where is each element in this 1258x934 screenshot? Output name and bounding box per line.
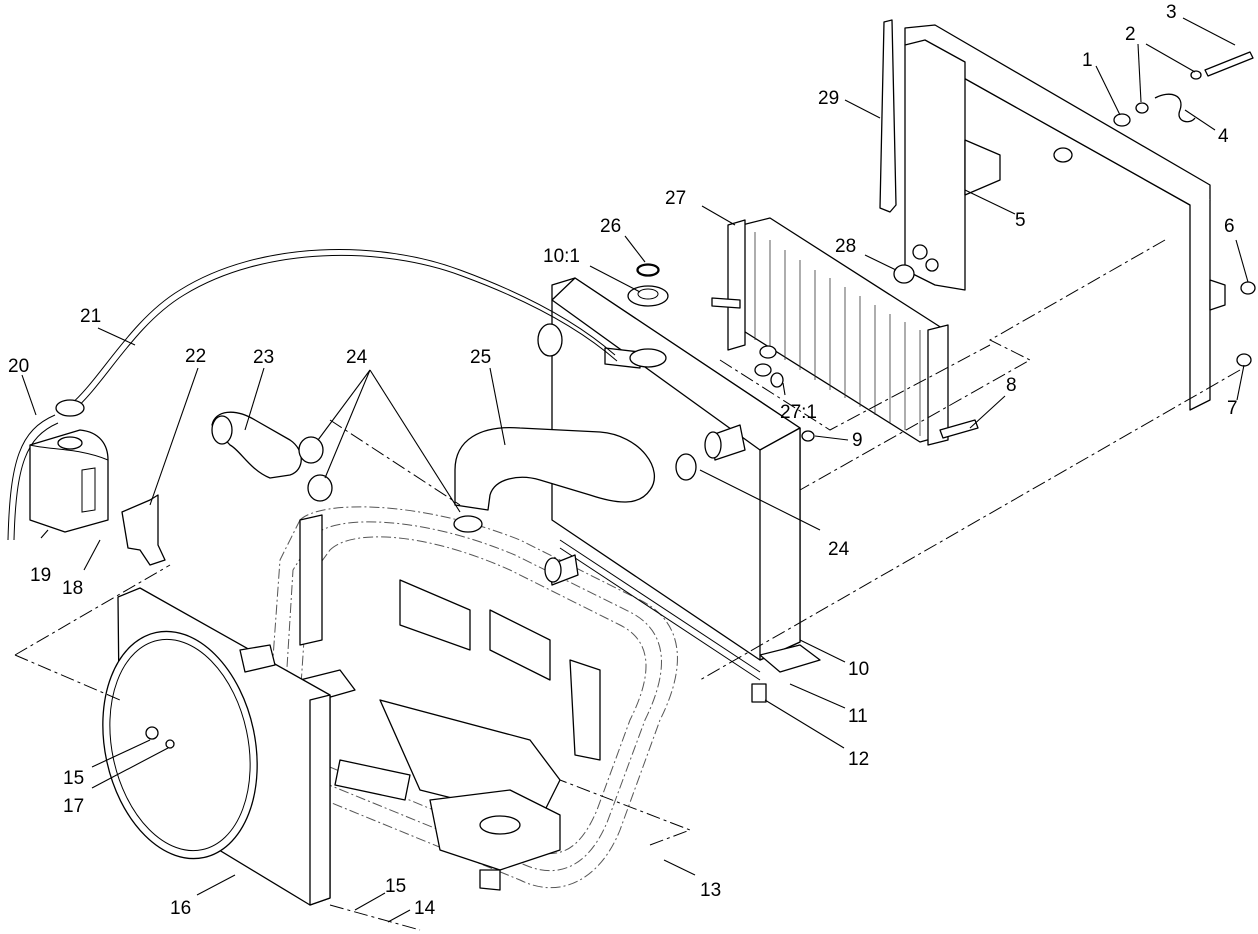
overflow-tube <box>69 249 616 406</box>
callout-1: 1 <box>1082 50 1093 71</box>
callout-29: 29 <box>818 88 839 109</box>
o-ring <box>770 372 784 388</box>
callout-10: 10 <box>848 659 869 680</box>
fan-shroud <box>102 587 331 906</box>
callout-7: 7 <box>1227 398 1238 419</box>
upper-radiator-hose <box>454 426 656 511</box>
tank-bracket <box>121 494 166 566</box>
chassis-frame <box>299 514 601 891</box>
callout-11: 11 <box>848 706 868 727</box>
callout-9: 9 <box>852 430 863 451</box>
callout-6: 6 <box>1224 216 1235 237</box>
grommet <box>893 264 915 284</box>
callout-27: 27 <box>665 188 686 209</box>
reservoir-tank <box>29 399 109 533</box>
callout-24-right: 24 <box>828 539 850 560</box>
callout-labels: 1 2 3 4 5 6 7 8 9 10 10:1 11 12 13 14 15… <box>8 2 1238 919</box>
lower-hose <box>211 411 302 479</box>
callout-28: 28 <box>835 236 856 257</box>
callout-13: 13 <box>700 880 721 901</box>
callout-8: 8 <box>1006 375 1017 396</box>
callout-17: 17 <box>63 796 84 817</box>
latch-hardware <box>801 51 1256 442</box>
callout-16: 16 <box>170 898 191 919</box>
hose-clamps <box>298 436 697 533</box>
callout-12: 12 <box>848 749 869 770</box>
callout-18: 18 <box>62 578 83 599</box>
callout-15-upper: 15 <box>63 768 84 789</box>
callout-20: 20 <box>8 356 29 377</box>
callout-22: 22 <box>185 346 206 367</box>
drain-hose <box>7 414 56 541</box>
callout-5: 5 <box>1015 210 1026 231</box>
callout-2: 2 <box>1125 24 1136 45</box>
callout-14: 14 <box>414 898 436 919</box>
seal-strip <box>879 19 897 213</box>
callout-4: 4 <box>1218 126 1229 147</box>
cap-seal <box>637 264 659 276</box>
construction-lines <box>14 239 1241 931</box>
callout-21: 21 <box>80 306 101 327</box>
callout-15-lower: 15 <box>385 876 406 897</box>
support-frame <box>904 24 1226 411</box>
callout-27-1: 27:1 <box>780 402 817 423</box>
callout-26: 26 <box>600 216 621 237</box>
callout-19: 19 <box>30 565 51 586</box>
callout-25: 25 <box>470 347 491 368</box>
callout-23: 23 <box>253 347 274 368</box>
cooler-fins <box>754 232 921 436</box>
callout-3: 3 <box>1166 2 1177 23</box>
leader-lines <box>21 17 1249 923</box>
callout-24-upper: 24 <box>346 347 368 368</box>
callout-10-1: 10:1 <box>543 246 580 267</box>
